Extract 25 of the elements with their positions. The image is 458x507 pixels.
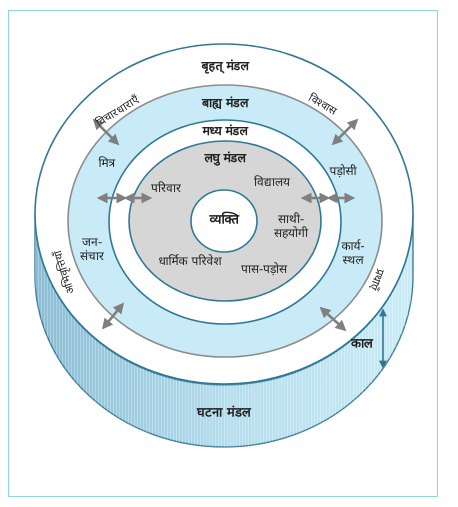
band-title: घटना मंडल xyxy=(197,406,251,422)
time-label: काल xyxy=(351,338,373,352)
zone-label: धार्मिक परिवेश xyxy=(158,255,222,269)
zone-label: साथी- सहयोगी xyxy=(274,213,308,241)
zone-label: पास-पड़ोस xyxy=(240,263,288,277)
double-arrow xyxy=(96,192,128,204)
double-arrow xyxy=(320,306,346,332)
zone-label: कार्य- स्थल xyxy=(341,240,365,268)
center-label: व्यक्ति xyxy=(210,214,238,228)
double-arrow xyxy=(300,192,330,204)
double-arrow xyxy=(326,192,356,204)
zone-label: पड़ोसी xyxy=(330,165,356,179)
double-arrow xyxy=(92,118,120,146)
zone-title: बाह्य मंडल xyxy=(202,96,248,110)
zone-label: जन- संचार xyxy=(80,236,104,264)
zone-title: मध्य मंडल xyxy=(202,124,248,138)
zone-label: मित्र xyxy=(98,157,116,171)
zone-title: लघु मंडल xyxy=(204,150,246,166)
double-arrow xyxy=(332,118,358,146)
double-arrow xyxy=(124,192,152,204)
zone-label: परिवार xyxy=(151,182,181,196)
zone-label: प्रथाएँ xyxy=(366,266,386,292)
zone-label: विद्यालय xyxy=(254,176,290,190)
zone-title: बृहत् मंडल xyxy=(201,58,249,74)
double-arrow xyxy=(102,302,124,330)
